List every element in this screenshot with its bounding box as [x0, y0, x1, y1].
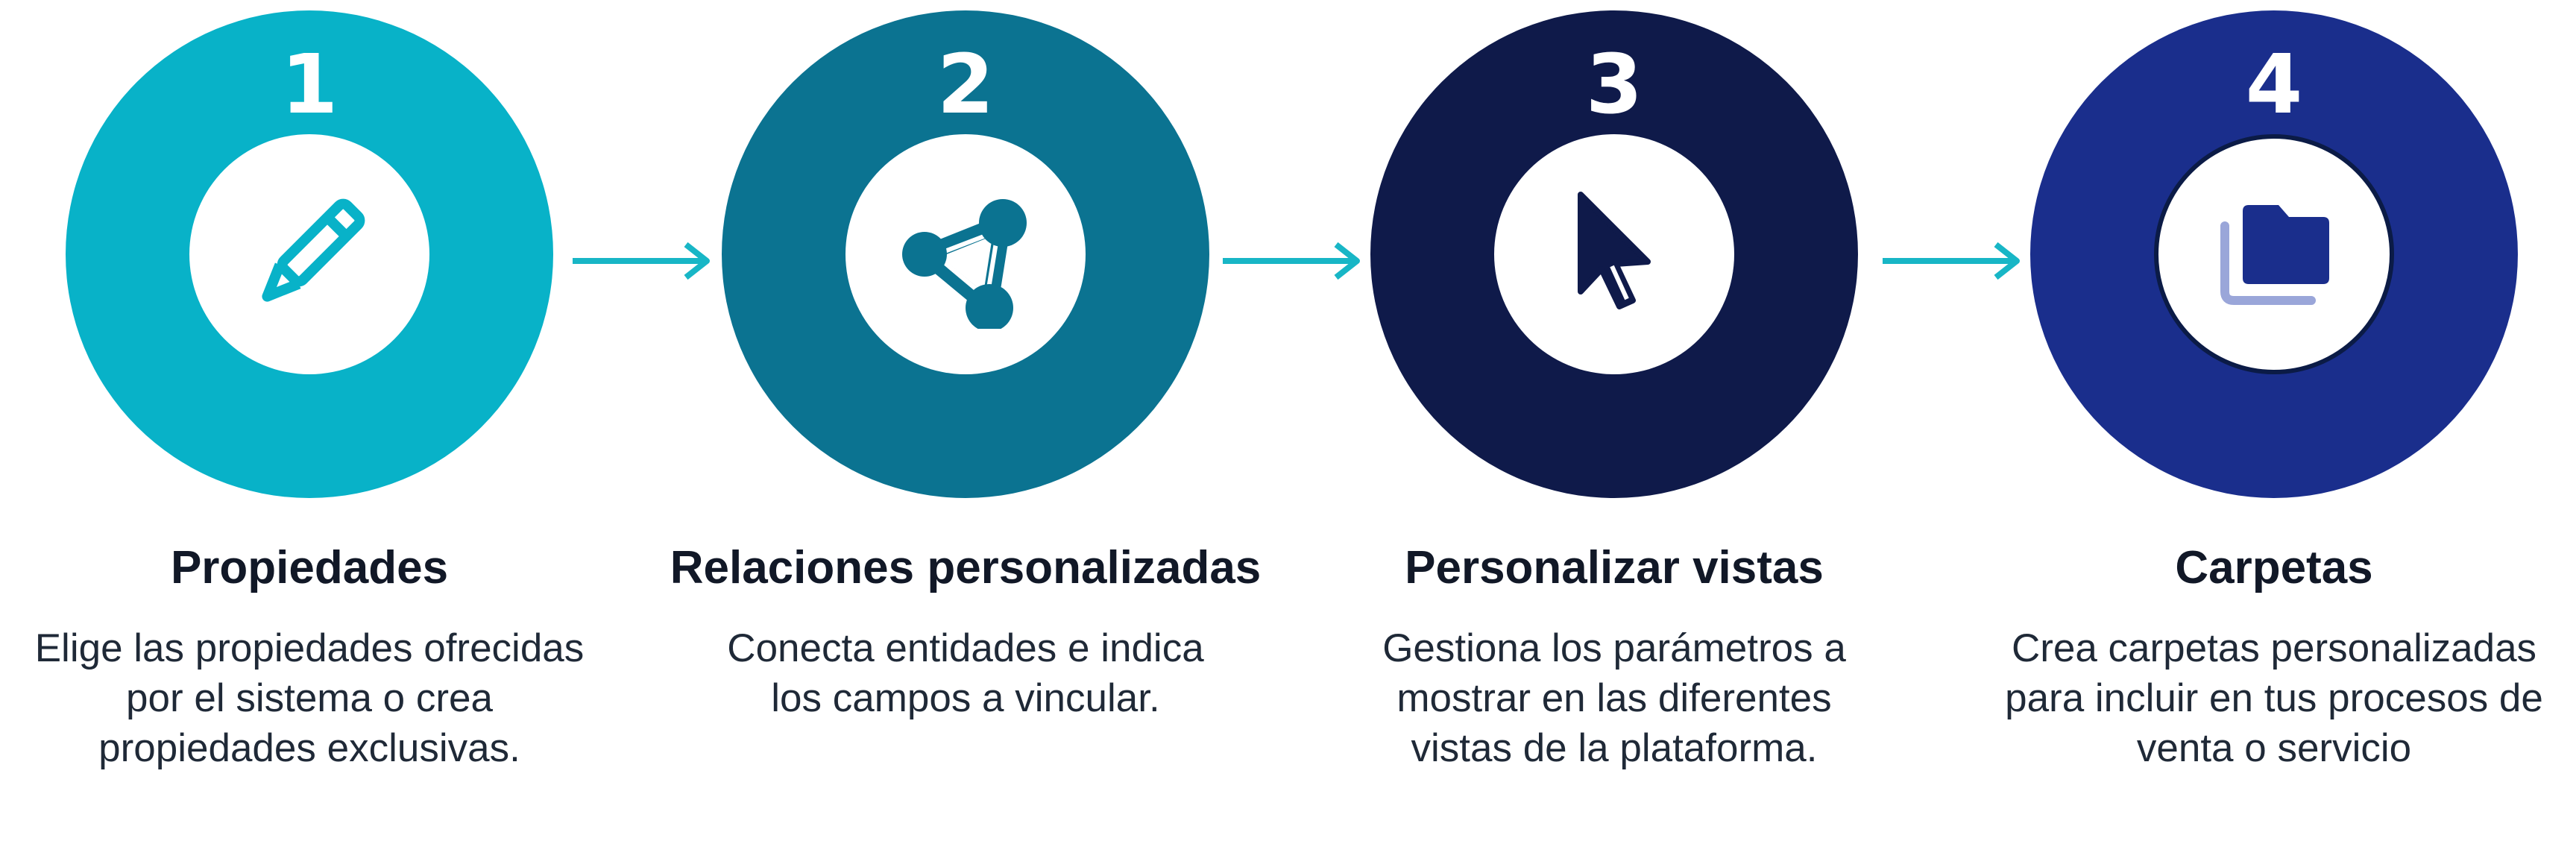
step-1-circle: 1: [66, 10, 553, 498]
step-4-title: Carpetas: [2175, 542, 2373, 593]
network-nodes-icon: [902, 199, 1027, 329]
step-4-icon-badge: [2154, 134, 2394, 374]
pencil-icon: [262, 198, 365, 302]
step-2-icon-badge: [845, 134, 1086, 374]
step-3-title: Personalizar vistas: [1405, 542, 1824, 593]
step-3-description: Gestiona los parámetros a mostrar en las…: [1382, 626, 1846, 770]
step-3-circle: 3: [1370, 10, 1858, 498]
arrow-3-icon: [1883, 242, 2020, 280]
step-2: 2 Relaciones personalizadas Conecta enti…: [630, 0, 1301, 844]
step-3-icon-badge: [1494, 134, 1734, 374]
step-2-title: Relaciones personalizadas: [670, 542, 1262, 593]
arrow-1-icon: [573, 242, 710, 280]
step-3-number: 3: [1585, 37, 1643, 132]
step-1: 1 Propiedades Elige las propiedades ofre…: [0, 0, 645, 844]
step-3: 3 Personalizar vistas Gestiona los parám…: [1279, 0, 1950, 844]
step-1-number: 1: [280, 37, 338, 132]
step-4-circle: 4: [2030, 10, 2518, 498]
arrow-2-icon: [1223, 242, 1360, 280]
step-1-title: Propiedades: [170, 542, 449, 593]
step-2-number: 2: [936, 37, 995, 132]
step-2-circle: 2: [722, 10, 1209, 498]
step-4-number: 4: [2245, 37, 2303, 132]
folders-icon: [2220, 205, 2329, 305]
step-4: 4 Carpetas Crea carpetas personalizadas …: [1939, 0, 2576, 844]
cursor-icon: [1578, 192, 1651, 309]
step-2-description: Conecta entidades e indica los campos a …: [727, 626, 1204, 720]
step-4-description: Crea carpetas personalizadas para inclui…: [2005, 626, 2543, 770]
step-1-icon-badge: [189, 134, 429, 374]
step-1-description: Elige las propiedades ofrecidas por el s…: [34, 626, 585, 770]
